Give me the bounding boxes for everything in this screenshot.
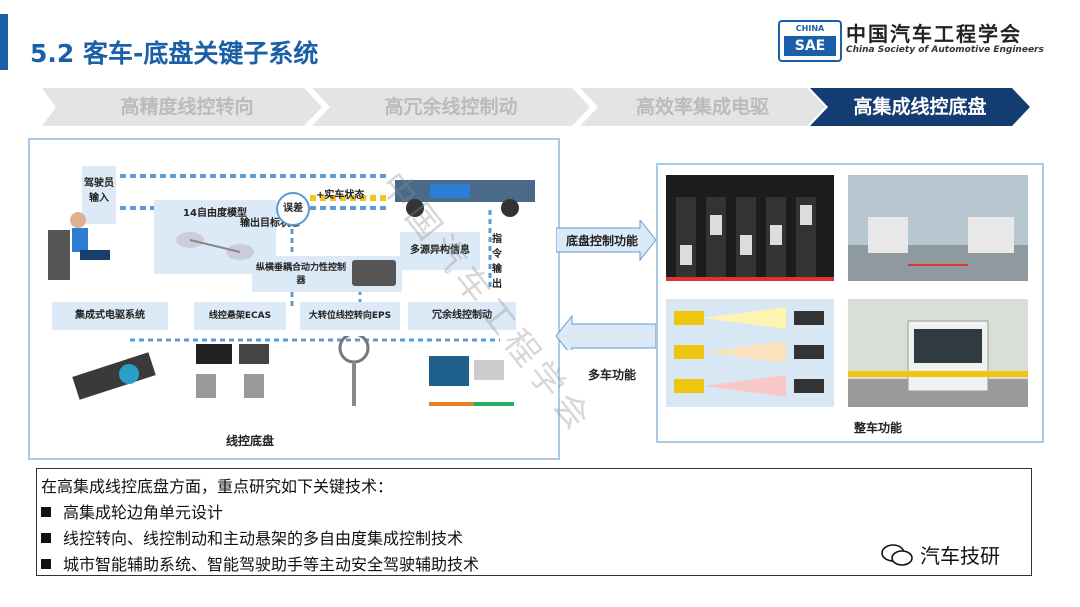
bus-road-graphic <box>848 217 1028 281</box>
key-tech-item-3-text: 城市智能辅助系统、智能驾驶助手等主动安全驾驶辅助技术 <box>63 555 480 574</box>
bullet-icon <box>41 559 51 569</box>
page-title: 5.2 客车-底盘关键子系统 <box>30 39 319 68</box>
logo-badge-bottom: SAE <box>784 36 836 56</box>
middle-arrows <box>556 220 656 350</box>
aebs-diagram-image <box>666 299 834 407</box>
logo-badge: CHINA SAE <box>778 20 842 62</box>
target-output-label: 输出目标状态 <box>240 218 300 229</box>
lane-view-image <box>666 175 834 281</box>
coordinated-controller-box: 纵横垂耦合动力性控制器 <box>252 256 402 292</box>
driver-input-box: 驾驶员输入 <box>82 166 116 224</box>
lane-view-graphic <box>666 197 834 281</box>
key-tech-box: 在高集成线控底盘方面，重点研究如下关键技术： 高集成轮边角单元设计 线控转向、线… <box>36 468 1032 576</box>
driver-seat-icon <box>48 212 110 280</box>
aebs-graphic <box>674 307 824 397</box>
flow-arrows <box>42 88 1030 126</box>
subsystem-brake: 冗余线控制动 <box>408 302 516 330</box>
flow-step-2: 高冗余线控制动 <box>384 96 518 118</box>
subsystem-ecas: 线控悬架ECAS <box>194 302 286 330</box>
key-tech-item-3: 城市智能辅助系统、智能驾驶助手等主动安全驾驶辅助技术 <box>41 551 479 575</box>
flow-step-3: 高效率集成电驱 <box>635 96 769 118</box>
vehicle-function-arrow <box>556 314 656 350</box>
watermark-text: 汽车技研 <box>920 544 1000 568</box>
multi-source-box: 多源异构信息 <box>400 232 480 270</box>
vehicle-model-icon <box>176 232 254 260</box>
flow-step-shape-3 <box>580 88 825 126</box>
wechat-watermark: 汽车技研 <box>880 540 1000 569</box>
flow-step-1: 高精度线控转向 <box>120 96 254 118</box>
bullet-icon <box>41 533 51 543</box>
wechat-icon <box>881 544 913 566</box>
key-tech-intro: 在高集成线控底盘方面，重点研究如下关键技术： <box>41 477 394 496</box>
chassis-control-label: 底盘控制功能 <box>566 234 639 248</box>
flow-step-shape-1 <box>42 88 322 126</box>
flow-step-shape-2 <box>312 88 590 126</box>
vehicle-function-label: 多车功能 <box>588 368 637 382</box>
flow-step-shape-4 <box>810 88 1030 126</box>
bus-photo-image <box>848 299 1028 407</box>
flow-step-4: 高集成线控底盘 <box>853 96 987 118</box>
error-node: 误差 <box>276 192 310 226</box>
command-output-label: 指令输出 <box>492 234 502 290</box>
key-tech-item-2-text: 线控转向、线控制动和主动悬架的多自由度集成控制技术 <box>63 529 464 548</box>
key-tech-item-1-text: 高集成轮边角单元设计 <box>63 503 224 522</box>
ecu-icon <box>352 260 396 286</box>
vehicle-function-panel: 整车功能 <box>656 163 1044 443</box>
subsystem-edrive: 集成式电驱系统 <box>52 302 168 330</box>
subsystem-eps: 大转位线控转向EPS <box>300 302 400 330</box>
chassis-caption: 线控底盘 <box>226 434 275 448</box>
dof-model-label: 14自由度模型 <box>183 208 247 219</box>
key-tech-item-2: 线控转向、线控制动和主动悬架的多自由度集成控制技术 <box>41 525 463 549</box>
logo-name-cn: 中国汽车工程学会 <box>846 22 1022 46</box>
controller-label: 纵横垂耦合动力性控制器 <box>256 263 347 286</box>
bus-road-image <box>848 175 1028 281</box>
flow-steps: 高精度线控转向 高冗余线控制动 高效率集成电驱 高集成线控底盘 <box>42 88 1032 126</box>
actual-state-label: +实车状态 <box>316 190 365 201</box>
bus-chassis-icon <box>395 180 535 217</box>
vehicle-caption: 整车功能 <box>854 421 903 435</box>
logo-name-en: China Society of Automotive Engineers <box>846 45 1044 55</box>
title-accent-bar <box>0 14 8 70</box>
chassis-control-arrow <box>556 220 656 262</box>
key-tech-item-1: 高集成轮边角单元设计 <box>41 499 223 523</box>
bullet-icon <box>41 507 51 517</box>
subsystem-images <box>72 336 514 406</box>
csae-logo: CHINA SAE 中国汽车工程学会 China Society of Auto… <box>778 20 1068 62</box>
dof-model-box: 14自由度模型 <box>154 200 276 274</box>
chassis-diagram-panel: 驾驶员输入 14自由度模型 输出目标状态 误差 +实车状态 多源异构信息 纵横垂… <box>28 138 560 460</box>
logo-badge-top: CHINA <box>795 24 825 33</box>
bus-photo-graphic <box>848 320 1028 407</box>
